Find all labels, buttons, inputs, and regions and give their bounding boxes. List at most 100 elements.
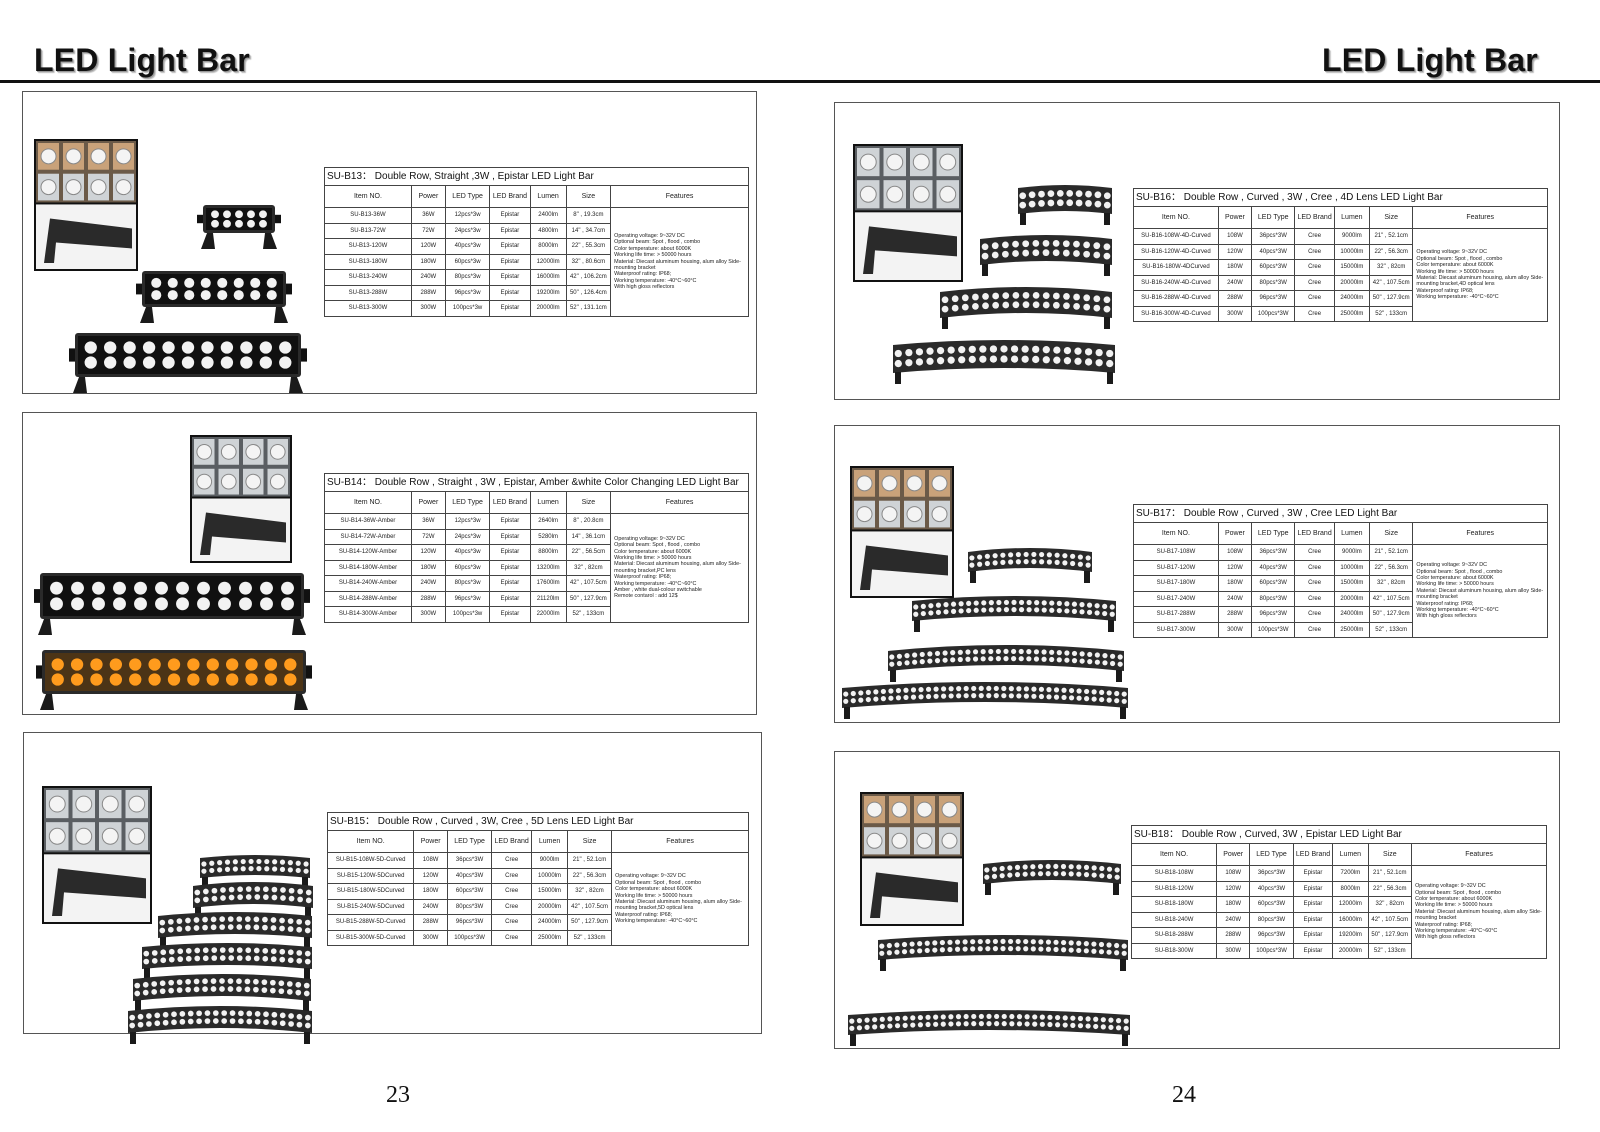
led-dot bbox=[1121, 950, 1127, 956]
led-dot bbox=[134, 982, 141, 989]
led-dot bbox=[963, 685, 969, 692]
led-dot bbox=[168, 979, 175, 986]
led-dot bbox=[305, 897, 312, 904]
led-dot bbox=[1042, 292, 1050, 299]
led-dot bbox=[986, 685, 992, 692]
table-cell: SU-B14-288W-Amber bbox=[324, 590, 412, 607]
led-dot bbox=[1106, 349, 1114, 358]
led-dot bbox=[1106, 942, 1112, 948]
bar-end-cap bbox=[197, 214, 205, 224]
table-cell: 52" , 133cm bbox=[565, 606, 612, 623]
led-dot bbox=[926, 347, 934, 355]
led-dot bbox=[1083, 941, 1089, 947]
led-dot bbox=[51, 673, 64, 686]
mount-bracket bbox=[304, 937, 310, 949]
led-dot bbox=[1103, 296, 1111, 304]
led-dot bbox=[943, 609, 949, 615]
bar-end-cap bbox=[34, 589, 42, 603]
led-dot bbox=[939, 947, 945, 953]
led-dot bbox=[1073, 303, 1080, 310]
column-header: Features bbox=[610, 185, 749, 208]
led-dot bbox=[151, 981, 158, 987]
led-dot bbox=[296, 918, 303, 925]
led-dot bbox=[988, 656, 994, 662]
led-dot bbox=[920, 603, 926, 609]
table-cell: 52" , 133cm bbox=[1367, 942, 1413, 959]
led-dot bbox=[201, 868, 207, 874]
led-dot bbox=[910, 687, 917, 693]
led-dot bbox=[262, 916, 268, 923]
led-dot bbox=[218, 581, 231, 595]
led-dot bbox=[917, 1022, 924, 1028]
led-dot bbox=[1053, 863, 1059, 870]
led-dot bbox=[1003, 607, 1010, 613]
led-dot bbox=[926, 357, 934, 365]
spec-table-heading: SU-B15： Double Row , Curved , 3W, Cree ,… bbox=[327, 812, 749, 830]
mount-bracket bbox=[985, 883, 991, 895]
led-dot bbox=[1012, 292, 1020, 299]
led-dot bbox=[1049, 656, 1055, 663]
led-dot bbox=[1053, 946, 1059, 953]
led-dot bbox=[925, 1014, 931, 1020]
led-dot bbox=[1108, 1024, 1114, 1030]
led-dot bbox=[1109, 611, 1115, 617]
table-cell: 100pcs*3W bbox=[1250, 621, 1296, 638]
mount-bracket bbox=[305, 907, 311, 919]
led-dot bbox=[236, 986, 242, 993]
led-dot bbox=[210, 916, 217, 923]
led-dot bbox=[879, 1023, 885, 1030]
led-dot bbox=[1114, 874, 1120, 880]
led-dot bbox=[933, 693, 939, 699]
led-dot bbox=[151, 950, 158, 956]
led-dot bbox=[129, 673, 142, 686]
led-dot bbox=[244, 924, 251, 930]
led-dot bbox=[1022, 249, 1030, 257]
led-dot bbox=[991, 242, 999, 250]
led-dot bbox=[1100, 1017, 1106, 1023]
led-dot bbox=[240, 858, 246, 865]
mount-bracket bbox=[44, 218, 132, 263]
table-cell: 100pcs*3W bbox=[446, 929, 493, 946]
led-dot bbox=[1091, 865, 1097, 871]
led-dot bbox=[270, 917, 277, 923]
led-dot bbox=[236, 955, 243, 961]
led-dot bbox=[889, 654, 895, 660]
mount-bracket bbox=[1113, 883, 1119, 895]
led-dot bbox=[1064, 657, 1070, 663]
led-dot bbox=[184, 277, 195, 288]
led-dot bbox=[204, 1018, 211, 1024]
led-dot bbox=[1102, 610, 1108, 617]
led-dot bbox=[200, 277, 211, 288]
led-dot bbox=[993, 685, 999, 692]
column-header: LED Type bbox=[446, 830, 493, 853]
led-dot bbox=[1026, 607, 1032, 613]
led-dot bbox=[146, 1021, 152, 1027]
led-dot bbox=[917, 948, 923, 954]
led-dot bbox=[991, 251, 999, 259]
led-dot bbox=[286, 989, 293, 995]
bar-end-cap bbox=[302, 589, 310, 603]
table-cell: SU-B14-300W-Amber bbox=[324, 606, 412, 623]
led-dot bbox=[972, 303, 979, 310]
led-dot bbox=[1083, 250, 1090, 258]
table-cell: Cree bbox=[1294, 305, 1335, 322]
led-dot bbox=[1083, 241, 1090, 249]
led-dot bbox=[971, 685, 977, 692]
led-dot bbox=[1009, 1021, 1015, 1027]
led-dot bbox=[958, 608, 964, 614]
mount-bracket bbox=[914, 620, 920, 632]
led-dot bbox=[269, 979, 276, 986]
led-dot bbox=[134, 581, 147, 595]
led-dot bbox=[894, 1015, 901, 1022]
led-dot bbox=[228, 886, 235, 893]
led-dot bbox=[185, 925, 191, 932]
led-dot bbox=[220, 895, 226, 901]
led-dot bbox=[902, 1015, 908, 1021]
led-dot bbox=[935, 609, 942, 615]
led-dot bbox=[1077, 1015, 1084, 1022]
led-dot bbox=[1037, 863, 1044, 870]
led-dot bbox=[167, 926, 174, 933]
led-dot bbox=[849, 1025, 855, 1031]
column-header: LED Type bbox=[1250, 522, 1296, 545]
